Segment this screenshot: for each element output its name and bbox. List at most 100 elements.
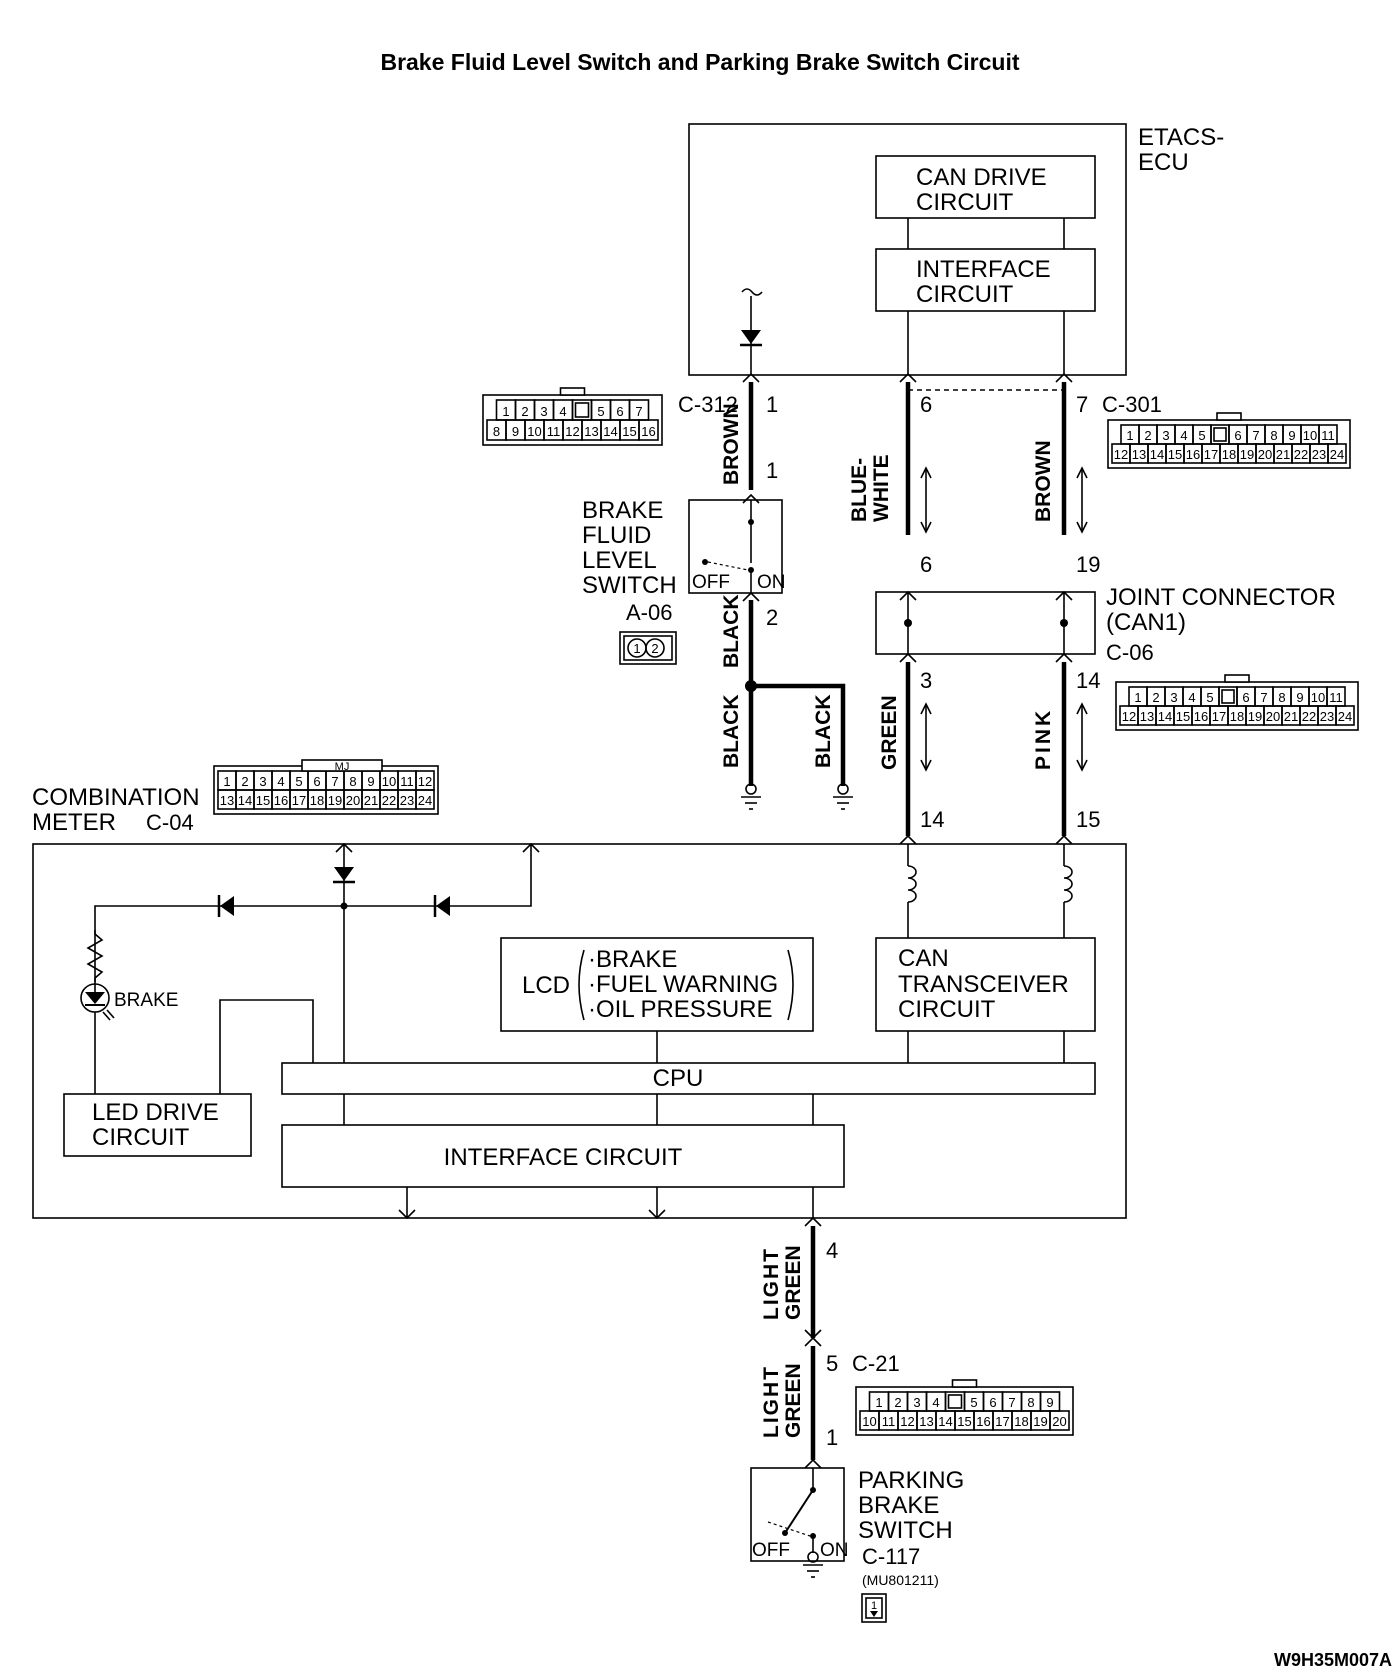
connector-pin-number: 20 (346, 793, 360, 808)
connector-pin-number: 21 (364, 793, 378, 808)
brake-lamp-label: BRAKE (114, 990, 178, 1011)
wire-label-blue: BLUE- (848, 458, 871, 522)
connector-pin-number: 17 (1212, 709, 1226, 724)
power-supply-icon (741, 288, 763, 296)
connector-pin-number: 12 (1122, 709, 1136, 724)
c301-label: C-301 (1102, 392, 1162, 417)
diode-icon (741, 330, 761, 344)
connector-pin-number: 7 (1008, 1395, 1015, 1410)
connector-pin-number: 24 (1338, 709, 1352, 724)
connector-pin-number: 11 (1321, 428, 1335, 443)
connector-pin-number: 7 (1260, 690, 1267, 705)
connector-pin-number: 23 (400, 793, 414, 808)
connector-pin-number: 7 (635, 404, 642, 419)
connector-pin-number: 4 (932, 1395, 939, 1410)
connector-cell (415, 789, 435, 810)
c04-pin-14: 14 (920, 807, 944, 832)
connector-pin-number: 2 (1144, 428, 1151, 443)
connector-pin-number: 8 (1270, 428, 1277, 443)
c04-pin-4: 4 (826, 1238, 838, 1263)
can-transceiver-label-2: TRANSCEIVER (898, 971, 1069, 998)
connector-pin-number: 10 (382, 774, 396, 789)
diode-icon (436, 896, 450, 916)
connector-pin-number: 13 (1140, 709, 1154, 724)
parking-switch-label-3: SWITCH (858, 1517, 953, 1544)
connector-pin-number: 7 (1252, 428, 1259, 443)
fluid-switch-label-3: LEVEL (582, 547, 657, 574)
wire-label-pink: PINK (1032, 708, 1055, 770)
a06-label: A-06 (626, 600, 672, 625)
connector-pin-number: 11 (1329, 690, 1343, 705)
lcd-item-fuel-warning: ·FUEL WARNING (588, 971, 778, 998)
connector-pin-number: 2 (241, 774, 248, 789)
wire-label-green-1: GREEN (782, 1245, 805, 1320)
connector-cell (638, 419, 659, 441)
connector-pin-number: 18 (1230, 709, 1244, 724)
connector-pin-number: 17 (995, 1414, 1009, 1429)
c04-mj-housing (301, 759, 383, 772)
lcd-label: LCD (522, 972, 570, 999)
connector-pin-number: 18 (1014, 1414, 1028, 1429)
connector-pin-number: 1 (1134, 690, 1141, 705)
bidirectional-arrow-icon (1076, 702, 1088, 772)
connector-pin-number: 11 (400, 774, 414, 789)
connector-pin-number: 20 (1266, 709, 1280, 724)
ground-icon (741, 783, 761, 810)
c117-label: C-117 (862, 1544, 920, 1569)
parking-switch-on: ON (820, 1540, 849, 1561)
wire-label-brown: BROWN (720, 403, 743, 485)
connector-latch (1224, 674, 1250, 683)
c312-label: C-312 (678, 392, 738, 417)
c312-pin-1: 1 (766, 392, 778, 417)
fluid-switch-label-1: BRAKE (582, 497, 663, 524)
connector-pin-number: 10 (527, 424, 541, 439)
connector-pin-number: 23 (1320, 709, 1334, 724)
wire-label-black-2: BLACK (720, 695, 743, 769)
connector-pin-number: 4 (277, 774, 284, 789)
wire-label-green-2: GREEN (782, 1363, 805, 1438)
can-transceiver-label-1: CAN (898, 945, 949, 972)
connector-pin-number: 16 (1186, 447, 1200, 462)
connector-pin-number: 14 (603, 424, 617, 439)
parking-switch-contact (784, 1489, 814, 1534)
joint-connector-label-2: (CAN1) (1106, 609, 1186, 636)
cpu-box (281, 1062, 1096, 1095)
connector-pin-number: 15 (1168, 447, 1182, 462)
connector-pin-number: 17 (1204, 447, 1218, 462)
connector-pin-number: 13 (1132, 447, 1146, 462)
connector-pin-number: 3 (1162, 428, 1169, 443)
connector-pin-number: 16 (1194, 709, 1208, 724)
connector-pin-number: 23 (1312, 447, 1326, 462)
ground-icon (833, 783, 853, 810)
connector-pin-number: 19 (328, 793, 342, 808)
connector-pin-number: 12 (1114, 447, 1128, 462)
connector-key (1221, 689, 1235, 704)
connector-pin-number: 8 (349, 774, 356, 789)
wire-label-light-1: LIGHT (760, 1247, 783, 1320)
combination-meter-label-1: COMBINATION (32, 784, 200, 811)
wire-label-light-2: LIGHT (760, 1365, 783, 1438)
bidirectional-arrow-icon (1076, 466, 1088, 534)
a06-pin-1: 1 (766, 458, 778, 483)
wire-label-white: WHITE (870, 454, 893, 522)
connector-pin-number: 4 (1188, 690, 1195, 705)
connector-pin-number: 13 (220, 793, 234, 808)
connector-pin-number: 8 (1027, 1395, 1034, 1410)
connector-pin-number: 14 (1150, 447, 1164, 462)
coil-icon (1063, 844, 1073, 938)
coil-icon (907, 844, 917, 938)
a06-pin-2: 2 (766, 605, 778, 630)
connector-pin-number: 20 (1258, 447, 1272, 462)
joint-pin-3: 3 (920, 668, 932, 693)
etacs-interface-circuit-box (875, 248, 1096, 312)
connector-pin-number: 5 (597, 404, 604, 419)
lcd-item-brake: ·BRAKE (588, 946, 677, 973)
c117-connector-face: 1 (861, 1593, 887, 1623)
can-transceiver-circuit-box (875, 937, 1096, 1032)
led-drive-circuit-box (63, 1093, 252, 1157)
connector-pin-number: 15 (622, 424, 636, 439)
